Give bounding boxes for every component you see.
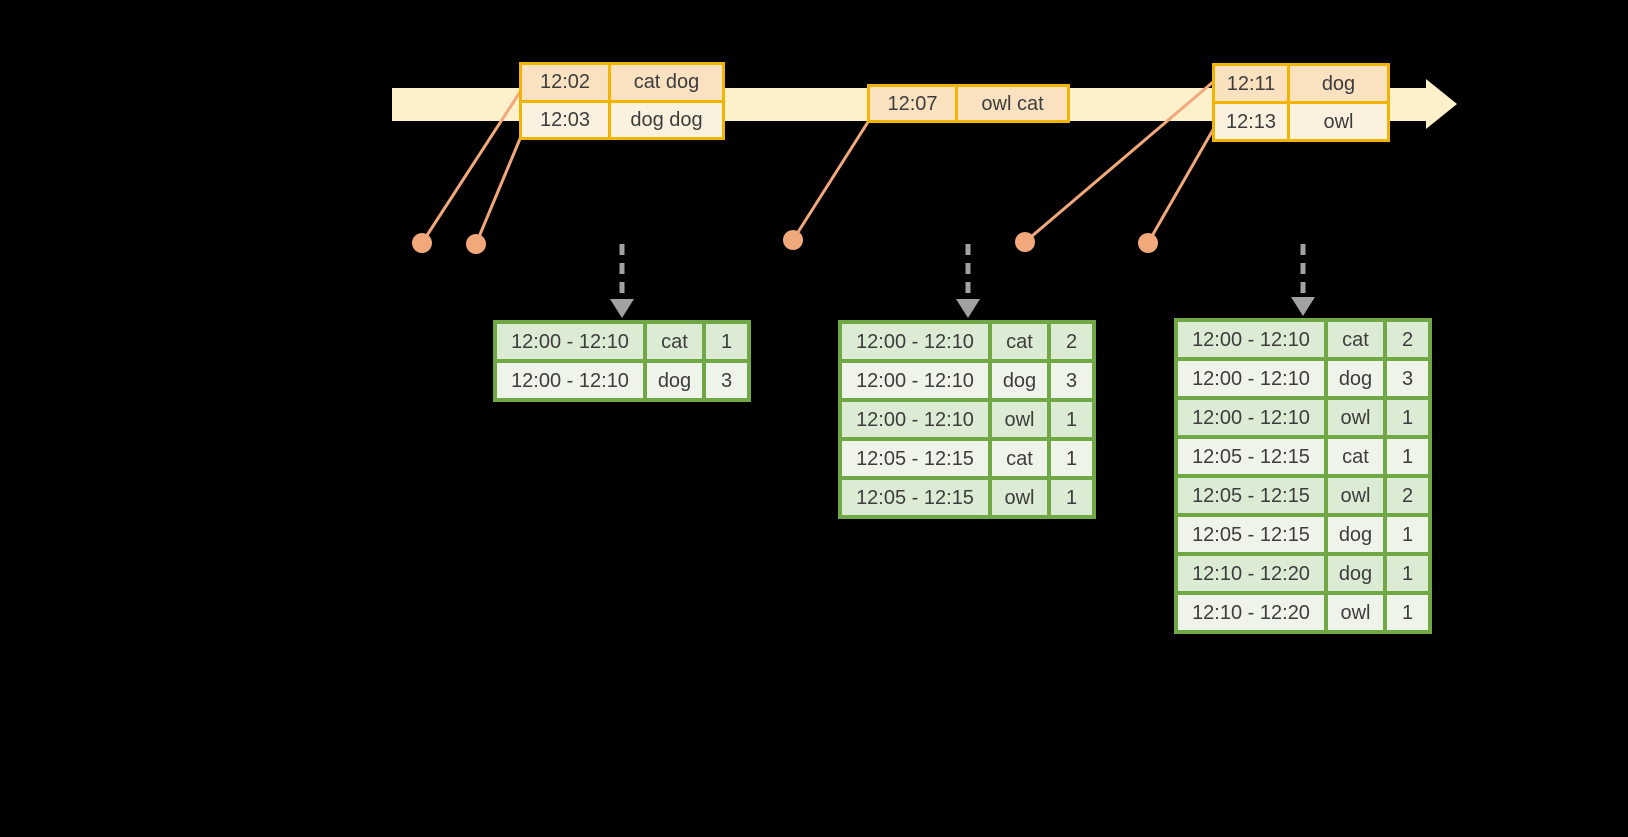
trigger-arrows: [610, 244, 1315, 318]
table-cell: 12:05 - 12:15: [1178, 439, 1324, 474]
connector-line: [474, 132, 524, 246]
table-cell: 12:00 - 12:10: [842, 363, 988, 398]
connector-line: [420, 90, 522, 245]
table-cell: owl: [992, 480, 1047, 515]
event-dot: [1138, 233, 1158, 253]
table-cell: 12:00 - 12:10: [842, 402, 988, 437]
timeline-arrowhead-icon: [1426, 79, 1457, 129]
connector-line: [1023, 80, 1215, 244]
table-cell: 12:10 - 12:20: [1178, 556, 1324, 591]
table-cell: 12:02: [522, 65, 608, 100]
table-cell: dog: [1290, 66, 1387, 101]
event-dot: [1015, 232, 1035, 252]
table-cell: 1: [1051, 480, 1092, 515]
table-cell: 2: [1387, 478, 1428, 513]
table-cell: 12:07: [870, 87, 955, 120]
table-cell: owl: [1290, 104, 1387, 139]
table-cell: dog: [647, 363, 702, 398]
table-cell: 12:00 - 12:10: [1178, 361, 1324, 396]
down-arrowhead-icon: [610, 299, 634, 318]
table-cell: 12:13: [1215, 104, 1287, 139]
table-cell: cat: [647, 324, 702, 359]
table-cell: 12:00 - 12:10: [1178, 400, 1324, 435]
table-cell: 3: [706, 363, 747, 398]
down-arrowhead-icon: [956, 299, 980, 318]
table-cell: cat: [992, 441, 1047, 476]
table-cell: cat dog: [611, 65, 722, 100]
connector-line: [791, 120, 870, 242]
table-cell: cat: [1328, 322, 1383, 357]
table-cell: 3: [1051, 363, 1092, 398]
table-cell: 1: [1051, 441, 1092, 476]
table-cell: 12:00 - 12:10: [497, 324, 643, 359]
table-cell: owl: [1328, 478, 1383, 513]
down-arrowhead-icon: [1291, 297, 1315, 316]
table-cell: 1: [1387, 439, 1428, 474]
table-cell: 12:05 - 12:15: [842, 441, 988, 476]
table-cell: 12:00 - 12:10: [842, 324, 988, 359]
event-dots: [412, 230, 1158, 254]
event-dot: [412, 233, 432, 253]
table-cell: dog: [1328, 556, 1383, 591]
table-cell: owl: [1328, 595, 1383, 630]
table-cell: 12:00 - 12:10: [497, 363, 643, 398]
table-cell: cat: [1328, 439, 1383, 474]
table-cell: owl: [992, 402, 1047, 437]
table-cell: 3: [1387, 361, 1428, 396]
table-cell: 1: [706, 324, 747, 359]
event-dot: [466, 234, 486, 254]
table-cell: 1: [1051, 402, 1092, 437]
table-cell: owl: [1328, 400, 1383, 435]
table-cell: 12:05 - 12:15: [1178, 478, 1324, 513]
table-cell: 1: [1387, 595, 1428, 630]
table-cell: 12:05 - 12:15: [1178, 517, 1324, 552]
table-cell: 2: [1051, 324, 1092, 359]
event-connector-lines: [420, 80, 1216, 246]
table-cell: dog: [1328, 517, 1383, 552]
table-cell: dog: [1328, 361, 1383, 396]
table-cell: dog: [992, 363, 1047, 398]
table-cell: 1: [1387, 400, 1428, 435]
table-cell: cat: [992, 324, 1047, 359]
connector-line: [1146, 126, 1216, 245]
table-cell: 12:05 - 12:15: [842, 480, 988, 515]
table-cell: 12:11: [1215, 66, 1287, 101]
table-cell: 12:10 - 12:20: [1178, 595, 1324, 630]
event-dot: [783, 230, 803, 250]
table-cell: 1: [1387, 517, 1428, 552]
table-cell: dog dog: [611, 102, 722, 137]
table-cell: 2: [1387, 322, 1428, 357]
table-cell: owl cat: [958, 87, 1067, 120]
table-cell: 12:03: [522, 102, 608, 137]
table-cell: 12:00 - 12:10: [1178, 322, 1324, 357]
table-cell: 1: [1387, 556, 1428, 591]
